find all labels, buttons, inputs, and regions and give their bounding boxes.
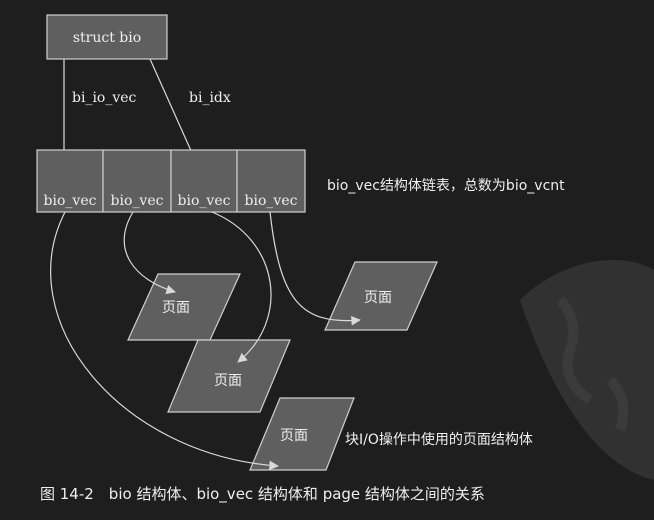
bio-vec-cell-1: [36, 149, 104, 213]
io-pages-note: 块I/O操作中使用的页面结构体: [345, 431, 533, 448]
bi-io-vec-label: bi_io_vec: [72, 90, 137, 106]
bio-vec-cell-label-1: bio_vec: [44, 193, 97, 209]
bio-vec-cell-label-2: bio_vec: [111, 193, 164, 209]
bio-vec-array: bio_vec bio_vec bio_vec bio_vec: [36, 149, 306, 213]
bio-vec-cell-label-3: bio_vec: [178, 193, 231, 209]
bio-vec-list-note: bio_vec结构体链表，总数为bio_vcnt: [327, 178, 565, 194]
page-box-4: [249, 397, 355, 471]
bio-vec-cell-2: [102, 149, 172, 213]
page-box-3: [167, 339, 291, 413]
page-label-3: 页面: [214, 373, 242, 389]
figure-caption: 图 14-2 bio 结构体、bio_vec 结构体和 page 结构体之间的关…: [40, 485, 485, 504]
arrow-vec4-to-page2: [269, 211, 361, 326]
bio-vec-cell-4: [236, 149, 306, 213]
bio-vec-cell-3: [170, 149, 238, 213]
bio-vec-cell-label-4: bio_vec: [245, 193, 298, 209]
arrow-vec2-to-page1: [123, 211, 176, 295]
struct-bio-box: [46, 14, 168, 60]
arrow-vec3-to-page3: [211, 211, 272, 363]
page-label-2: 页面: [364, 290, 392, 306]
arrow-vec1-to-page4: [50, 211, 279, 471]
struct-bio-label: struct bio: [73, 30, 141, 46]
page-label-1: 页面: [162, 300, 190, 316]
page-label-4: 页面: [280, 428, 308, 444]
bi-idx-label: bi_idx: [189, 90, 231, 106]
page-box-2: [324, 261, 438, 331]
watermark-graphic: [520, 260, 654, 480]
